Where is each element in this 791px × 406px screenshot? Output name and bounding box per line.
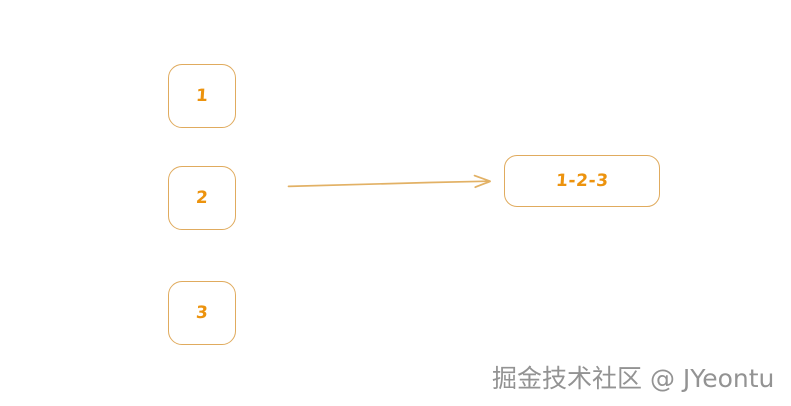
node-box-result[interactable]: 1-2-3 — [504, 155, 660, 207]
node-label-1: 1 — [195, 85, 209, 106]
watermark-text: 掘金技术社区 @ JYeontu — [492, 364, 775, 393]
node-label-3: 3 — [195, 302, 209, 323]
node-label-2: 2 — [195, 187, 209, 208]
node-box-3[interactable]: 3 — [168, 281, 236, 345]
node-label-result: 1-2-3 — [555, 170, 610, 191]
node-box-2[interactable]: 2 — [168, 166, 236, 230]
node-box-1[interactable]: 1 — [168, 64, 236, 128]
arrow-icon — [287, 174, 491, 189]
